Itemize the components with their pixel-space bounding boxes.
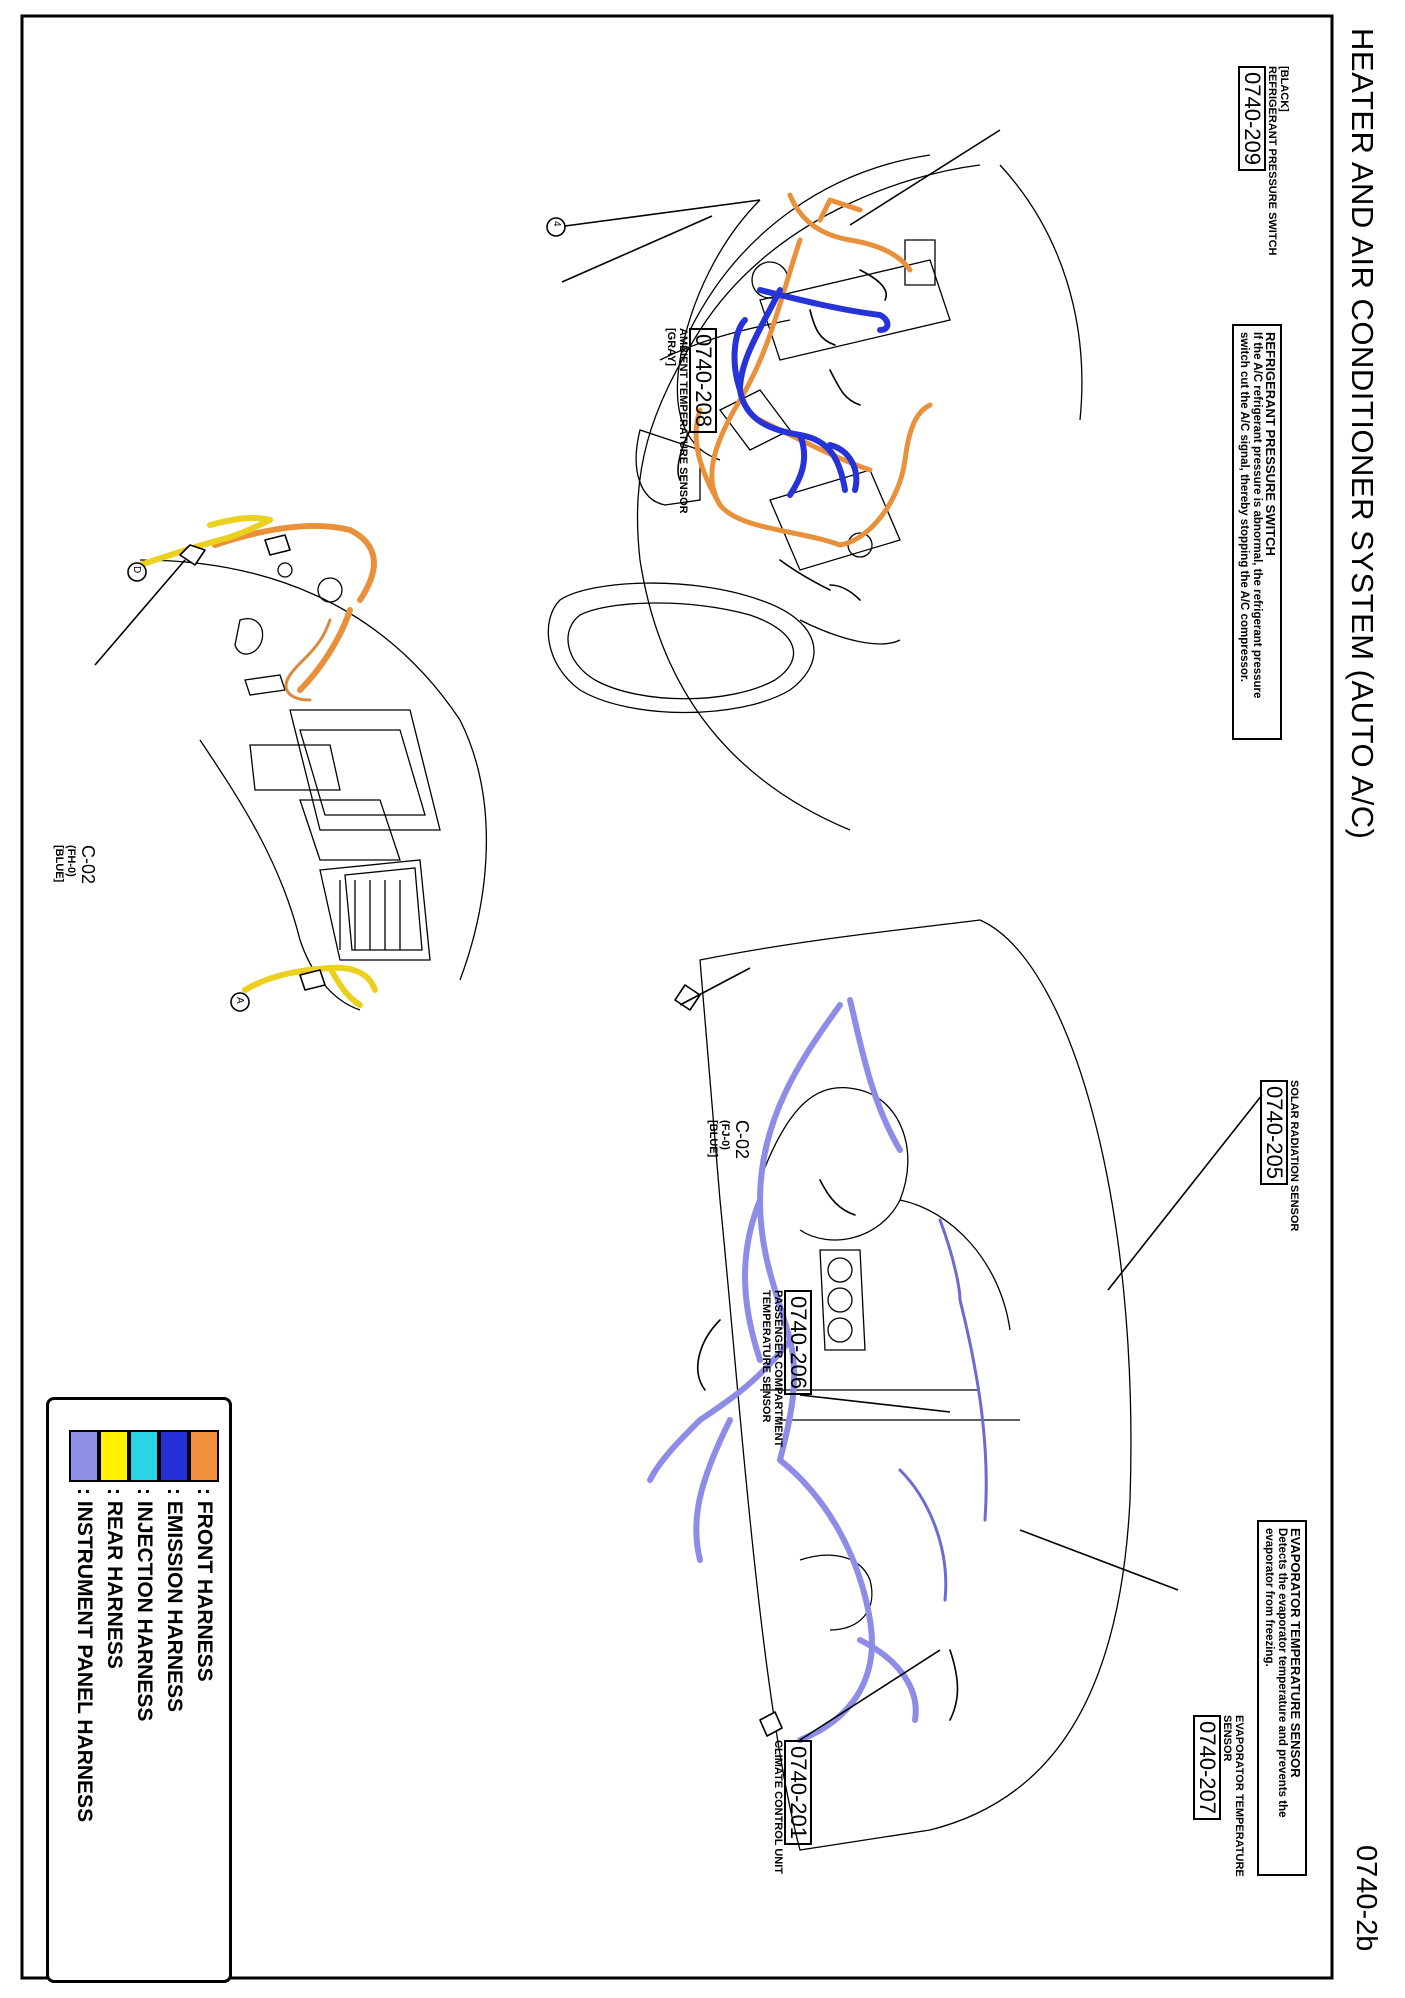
legend-swatch-injection <box>129 1430 159 1482</box>
rear-harness-yellow <box>137 514 378 1008</box>
callout-evaporator-temperature-sensor: EVAPORATOR TEMPERATURE SENSOR 0740-207 <box>1193 1715 1245 1877</box>
front-harness-rear-thin <box>284 618 332 702</box>
callout-209-color: [BLACK] <box>1278 66 1290 112</box>
callout-passenger-compartment-sensor: 0740-206 PASSENGER COMPARTMENT TEMPERATU… <box>760 1290 812 1447</box>
note-refrigerant-pressure-switch: REFRIGERANT PRESSURE SWITCH If the A/C r… <box>1232 324 1282 740</box>
marker-d: D <box>131 566 142 574</box>
instrument-panel-harness <box>647 997 919 1743</box>
ip-misc-black <box>674 984 959 1737</box>
note-evaporator-temperature-sensor: EVAPORATOR TEMPERATURE SENSOR Detects th… <box>1257 1520 1307 1876</box>
c02-ip-color: [BLUE] <box>707 1120 719 1158</box>
front-harness-rear <box>212 523 377 693</box>
legend-swatch-instrument <box>69 1430 99 1482</box>
c02-rear-code: C-02 <box>78 845 98 885</box>
marker-a: A <box>234 997 245 1004</box>
note-pressure-text: If the A/C refrigerant pressure is abnor… <box>1238 332 1263 699</box>
instrument-panel-thin-wires <box>898 1218 988 1602</box>
callout-208-color: [GRAY] <box>665 328 677 367</box>
legend-item-front-harness: : FRONT HARNESS <box>189 1430 219 1682</box>
callout-solar-radiation-sensor: SOLAR RADIATION SENSOR 0740-205 <box>1260 1080 1300 1231</box>
callout-climate-control-unit: 0740-201 CLIMATE CONTROL UNIT <box>772 1740 812 1874</box>
callout-206-name-1: PASSENGER COMPARTMENT <box>772 1290 784 1448</box>
callout-205-name: SOLAR RADIATION SENSOR <box>1288 1080 1300 1232</box>
emission-harness-engine <box>731 287 891 498</box>
legend-label-instrument: : INSTRUMENT PANEL HARNESS <box>73 1488 96 1823</box>
callout-201-name: CLIMATE CONTROL UNIT <box>772 1740 784 1875</box>
marker-4: 4 <box>551 221 562 227</box>
callout-206-code: 0740-206 <box>784 1290 812 1395</box>
misc-black-wires <box>677 269 887 601</box>
callout-205-code: 0740-205 <box>1260 1080 1288 1185</box>
wheel-arch <box>547 582 815 714</box>
note-pressure-title: REFRIGERANT PRESSURE SWITCH <box>1263 332 1278 556</box>
page-number: 0740-2b <box>1350 1845 1382 1952</box>
c02-rear-color: [BLUE] <box>53 845 65 883</box>
c02-rear-sub: (FH-0) <box>65 845 77 877</box>
c02-ip-code: C-02 <box>732 1120 752 1160</box>
callout-ambient-temperature-sensor: 0740-208 AMBIENT TEMPERATURE SENSOR [GRA… <box>665 328 717 514</box>
note-evap-text: Detects the evaporator temperature and p… <box>1263 1528 1288 1818</box>
harness-legend: : FRONT HARNESS : EMISSION HARNESS : INJ… <box>46 1397 232 1983</box>
callout-207-code: 0740-207 <box>1193 1715 1221 1820</box>
c02-ip-sub: (FJ-0) <box>719 1120 731 1150</box>
legend-swatch-rear <box>99 1430 129 1482</box>
callout-c02-rear: C-02 (FH-0) [BLUE] <box>53 845 98 884</box>
legend-label-rear: : REAR HARNESS <box>103 1488 126 1669</box>
callout-201-code: 0740-201 <box>784 1740 812 1845</box>
callout-209-code: 0740-209 <box>1238 66 1266 171</box>
legend-item-emission-harness: : EMISSION HARNESS <box>159 1430 189 1712</box>
legend-item-instrument-panel-harness: : INSTRUMENT PANEL HARNESS <box>69 1430 99 1822</box>
callout-209-name: REFRIGERANT PRESSURE SWITCH <box>1266 66 1278 256</box>
callout-c02-instrument: C-02 (FJ-0) [BLUE] <box>707 1120 752 1159</box>
callout-207-name-1: EVAPORATOR TEMPERATURE <box>1233 1715 1245 1877</box>
legend-swatch-front <box>189 1430 219 1482</box>
callout-208-code: 0740-208 <box>689 328 717 433</box>
legend-swatch-emission <box>159 1430 189 1482</box>
legend-item-injection-harness: : INJECTION HARNESS <box>129 1430 159 1721</box>
legend-label-front: : FRONT HARNESS <box>193 1488 216 1682</box>
callout-207-name-2: SENSOR <box>1221 1715 1233 1762</box>
note-evap-title: EVAPORATOR TEMPERATURE SENSOR <box>1288 1528 1303 1778</box>
legend-label-emission: : EMISSION HARNESS <box>163 1488 186 1713</box>
callout-refrigerant-pressure-switch: [BLACK] REFRIGERANT PRESSURE SWITCH 0740… <box>1238 66 1290 255</box>
page-title: HEATER AND AIR CONDITIONER SYSTEM (AUTO … <box>1345 28 1380 840</box>
callout-208-name: AMBIENT TEMPERATURE SENSOR <box>677 328 689 514</box>
callout-206-name-2: TEMPERATURE SENSOR <box>760 1290 772 1423</box>
vehicle-body-outline <box>636 164 981 831</box>
legend-label-injection: : INJECTION HARNESS <box>133 1488 156 1722</box>
legend-item-rear-harness: : REAR HARNESS <box>99 1430 129 1669</box>
